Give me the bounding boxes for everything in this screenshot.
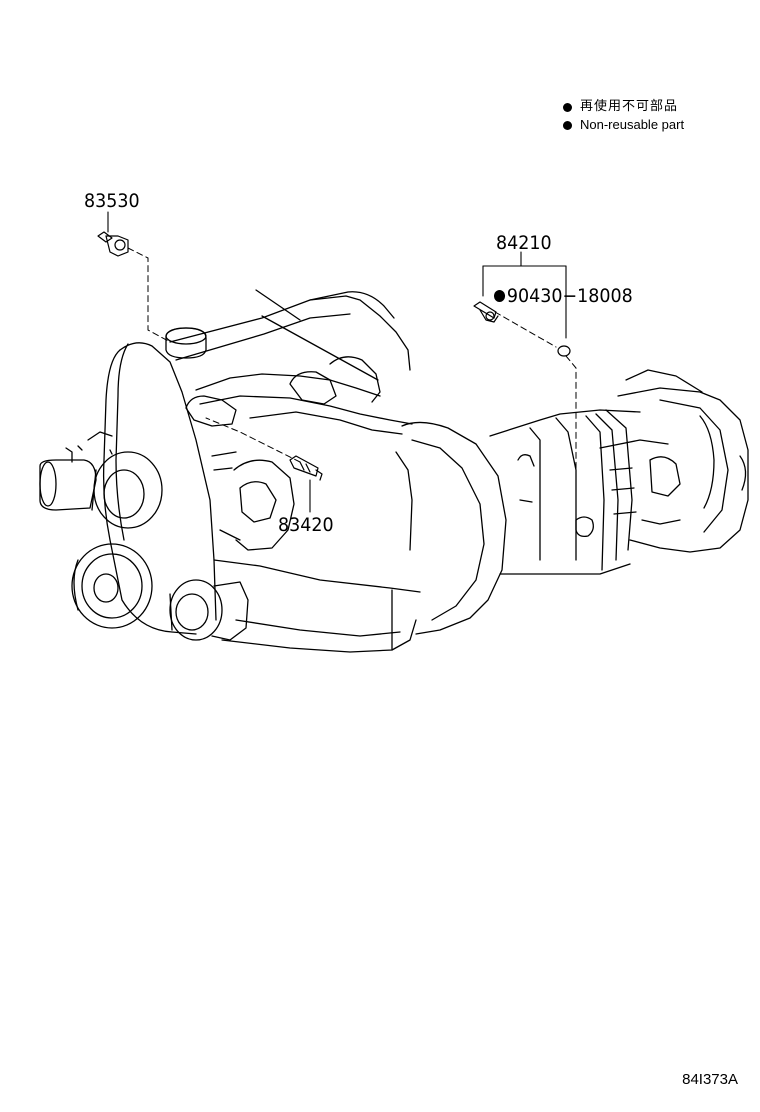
non-reusable-bullet-icon	[494, 290, 506, 302]
diagram-reference-code: 84I373A	[682, 1071, 738, 1088]
engine-drawing	[102, 289, 421, 653]
legend: 再使用不可部品 Non-reusable part	[563, 98, 684, 134]
sender-83420-drawing	[289, 455, 323, 481]
legend-text-en: Non-reusable part	[580, 117, 685, 132]
sensor-84210-drawing	[473, 301, 499, 323]
pulleys-drawing	[39, 431, 249, 641]
bullet-icon	[563, 102, 572, 112]
bullet-icon	[563, 120, 572, 130]
legend-row-ja: 再使用不可部品	[563, 98, 684, 116]
part-number-83530[interactable]: 83530	[84, 190, 140, 212]
part-number-90430-18008[interactable]: 90430−18008	[494, 285, 633, 307]
part-number-84210[interactable]: 84210	[496, 232, 552, 254]
leader-lines	[127, 247, 577, 481]
bracket-84210	[482, 251, 567, 339]
legend-row-en: Non-reusable part	[563, 116, 684, 134]
gasket-90430-drawing	[557, 345, 571, 357]
part-number-83420[interactable]: 83420	[278, 514, 334, 536]
transmission-drawing	[395, 369, 749, 635]
part-number-90430-text: 90430−18008	[506, 285, 633, 307]
switch-83530-drawing	[97, 231, 129, 257]
legend-text-ja: 再使用不可部品	[580, 99, 679, 114]
